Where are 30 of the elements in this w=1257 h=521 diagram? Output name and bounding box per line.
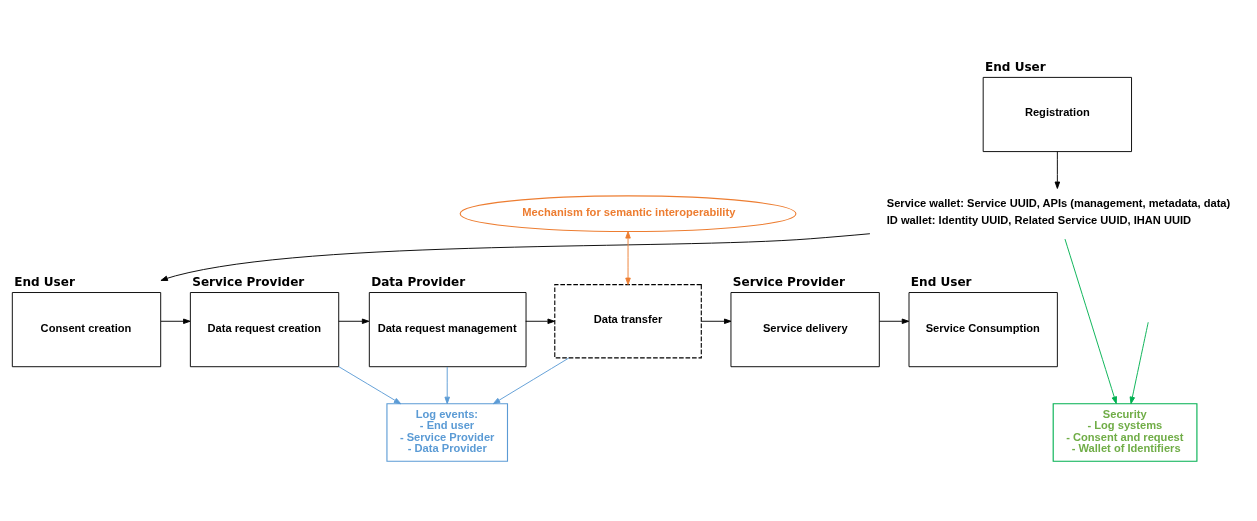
node-label: Service Provider — [732, 274, 845, 289]
node-box: Data request creation — [189, 291, 340, 367]
node-text: Service wallet: Service UUID, APIs (management, metadata, data) ID wallet: Identity UUID, Related Service UUID, IHAN UUID — [886, 196, 1231, 226]
arrow — [625, 230, 631, 285]
node-label: Service Provider — [192, 274, 305, 289]
node-ellipse: Mechanism for semantic interoperability — [459, 194, 797, 232]
arrow — [338, 318, 370, 324]
node-box: Service delivery — [730, 291, 880, 367]
node-label: End User — [14, 274, 75, 289]
arrow — [1054, 150, 1061, 189]
arrow — [1064, 238, 1117, 404]
arrow — [1129, 321, 1149, 404]
node-label: Data Provider — [371, 274, 466, 289]
node-box: Service Consumption — [908, 291, 1058, 367]
arrow — [160, 318, 191, 324]
node-box: Data transfer — [554, 283, 702, 358]
arrow — [338, 365, 402, 404]
arrow — [160, 232, 871, 281]
node-label: End User — [910, 274, 972, 289]
node-label: End User — [985, 59, 1046, 74]
node-box: Registration — [982, 76, 1132, 152]
arrow — [492, 357, 570, 404]
arrow — [444, 366, 450, 404]
arrow — [879, 318, 910, 324]
node-box: Security - Log systems - Consent and request - Wallet of Identifiers — [1052, 402, 1198, 462]
node-box: Consent creation — [11, 291, 162, 367]
node-box: Log events: - End user - Service Provider - Data Provider — [386, 402, 509, 462]
arrow — [700, 318, 732, 324]
arrow — [525, 318, 555, 324]
node-box: Data request management — [368, 291, 527, 367]
